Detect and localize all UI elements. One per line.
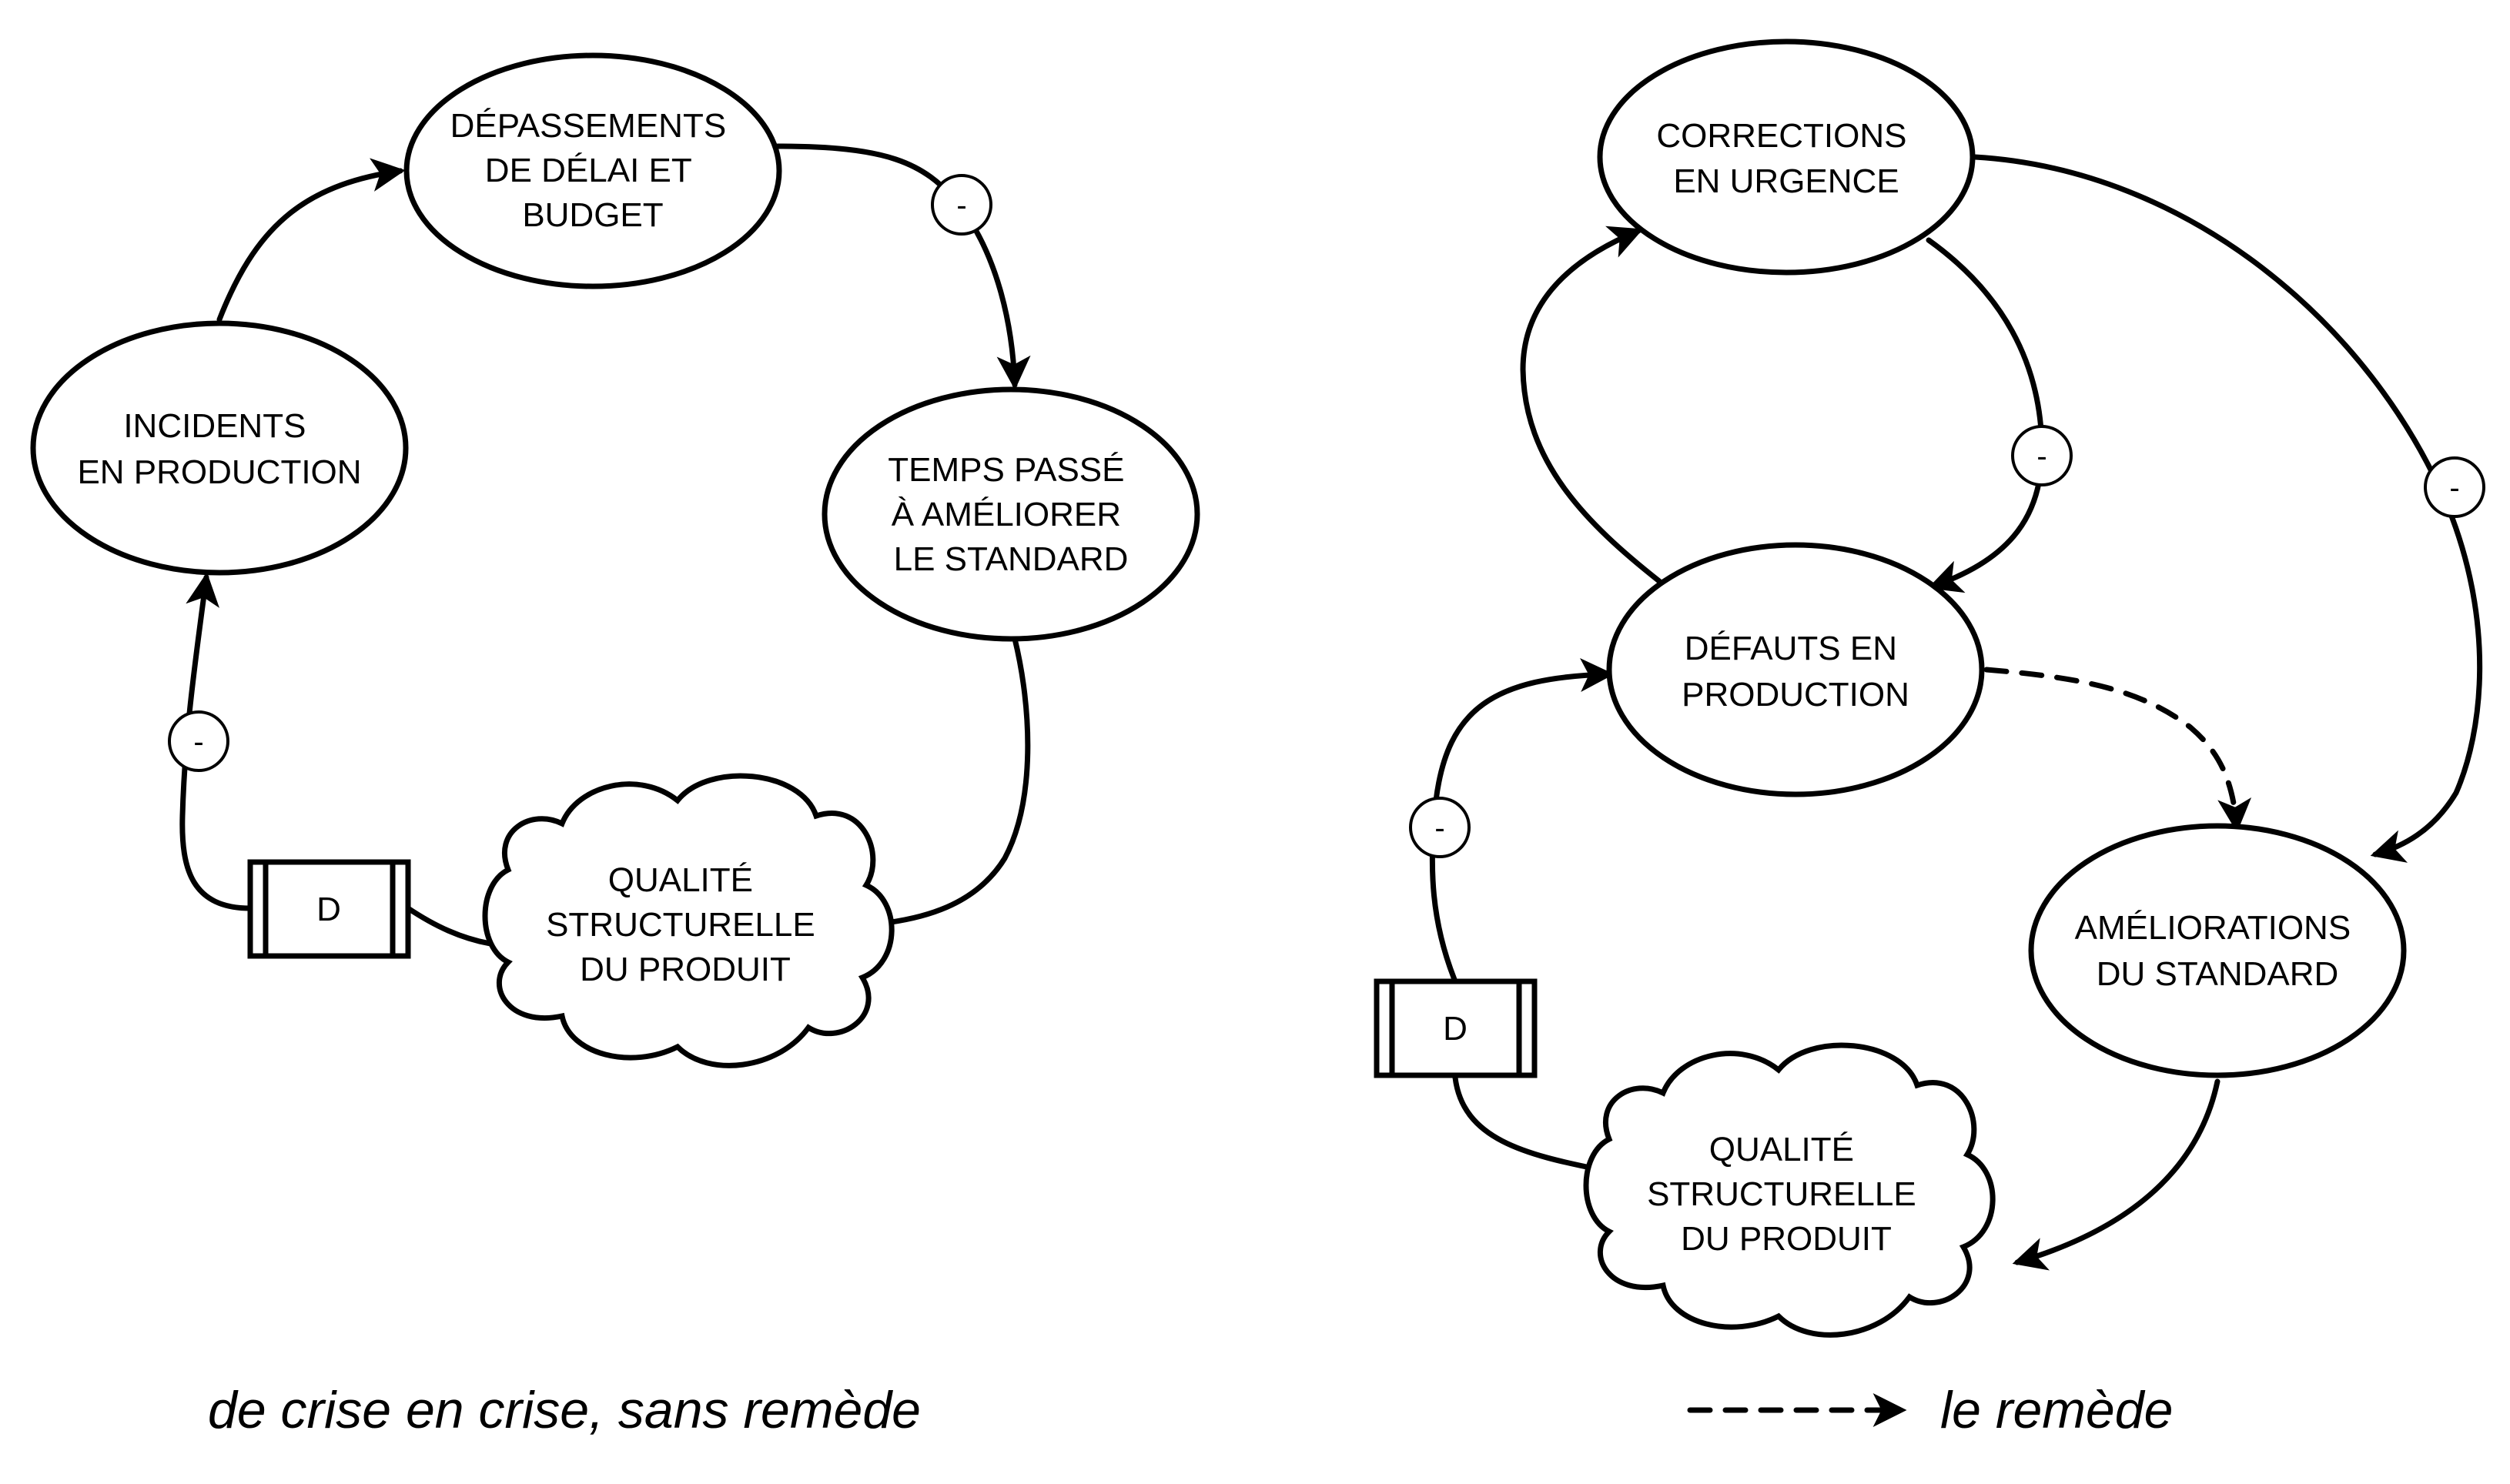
svg-text:-: - [1434, 811, 1444, 845]
minus-badge: - [2424, 456, 2485, 518]
node-qualite-label: QUALITÉ STRUCTURELLE DU PRODUIT [546, 861, 825, 988]
edge-defauts-remede [1983, 667, 2252, 833]
node-incidents-label: INCIDENTS EN PRODUCTION [77, 407, 361, 491]
node-qualite-label: QUALITÉ STRUCTURELLE DU PRODUIT [1647, 1131, 1926, 1258]
svg-text:-: - [193, 725, 203, 759]
edge-delay-to-defauts [1429, 658, 1615, 984]
edge-corrections-to-ameliorations [1972, 154, 2483, 863]
legend-label: le remède [1940, 1381, 2173, 1439]
right-diagram: CORRECTIONS EN URGENCE DÉFAUTS EN PRODUC… [1374, 38, 2485, 1439]
delay-label: D [1443, 1010, 1468, 1048]
edge-ameliorations-to-qualite [2012, 1078, 2221, 1271]
svg-text:-: - [2036, 440, 2046, 473]
legend: le remède [1687, 1381, 2173, 1439]
delay-box: D [247, 859, 411, 959]
edge-delay-to-incidents [179, 572, 253, 911]
delay-label: D [316, 891, 341, 928]
svg-text:-: - [2449, 471, 2459, 505]
edge-incidents-to-depassements [216, 158, 406, 323]
node-corrections-label: CORRECTIONS EN URGENCE [1656, 117, 1916, 200]
node-defauts-label: DÉFAUTS EN PRODUCTION [1682, 630, 1909, 714]
minus-badge: - [1409, 797, 1471, 858]
minus-badge: - [931, 174, 992, 236]
left-diagram: DÉPASSEMENTS DE DÉLAI ET BUDGET TEMPS PA… [30, 52, 1200, 1439]
edge-qualite-to-delay [1452, 1075, 1605, 1173]
node-defauts [1606, 542, 1985, 797]
node-qualite-cloud [482, 773, 895, 1068]
node-depassements [403, 52, 782, 289]
node-temps-passe [822, 386, 1200, 642]
svg-text:-: - [956, 189, 966, 222]
minus-badge: - [2011, 425, 2073, 486]
node-depassements-label: DÉPASSEMENTS DE DÉLAI ET BUDGET [450, 107, 736, 234]
node-incidents [30, 320, 409, 576]
node-qualite-cloud [1583, 1042, 1996, 1338]
node-ameliorations [2028, 823, 2407, 1078]
minus-badge: - [168, 710, 229, 772]
edge-corrections-to-defauts [1926, 237, 2045, 593]
node-temps-passe-label: TEMPS PASSÉ À AMÉLIORER LE STANDARD [888, 451, 1134, 578]
node-ameliorations-label: AMÉLIORATIONS DU STANDARD [2075, 909, 2361, 993]
left-caption: de crise en crise, sans remède [208, 1381, 921, 1439]
node-corrections [1597, 38, 1976, 276]
edge-temps-to-qualite [849, 636, 1031, 941]
delay-box: D [1374, 978, 1538, 1078]
edge-defauts-to-corrections [1520, 226, 1662, 584]
